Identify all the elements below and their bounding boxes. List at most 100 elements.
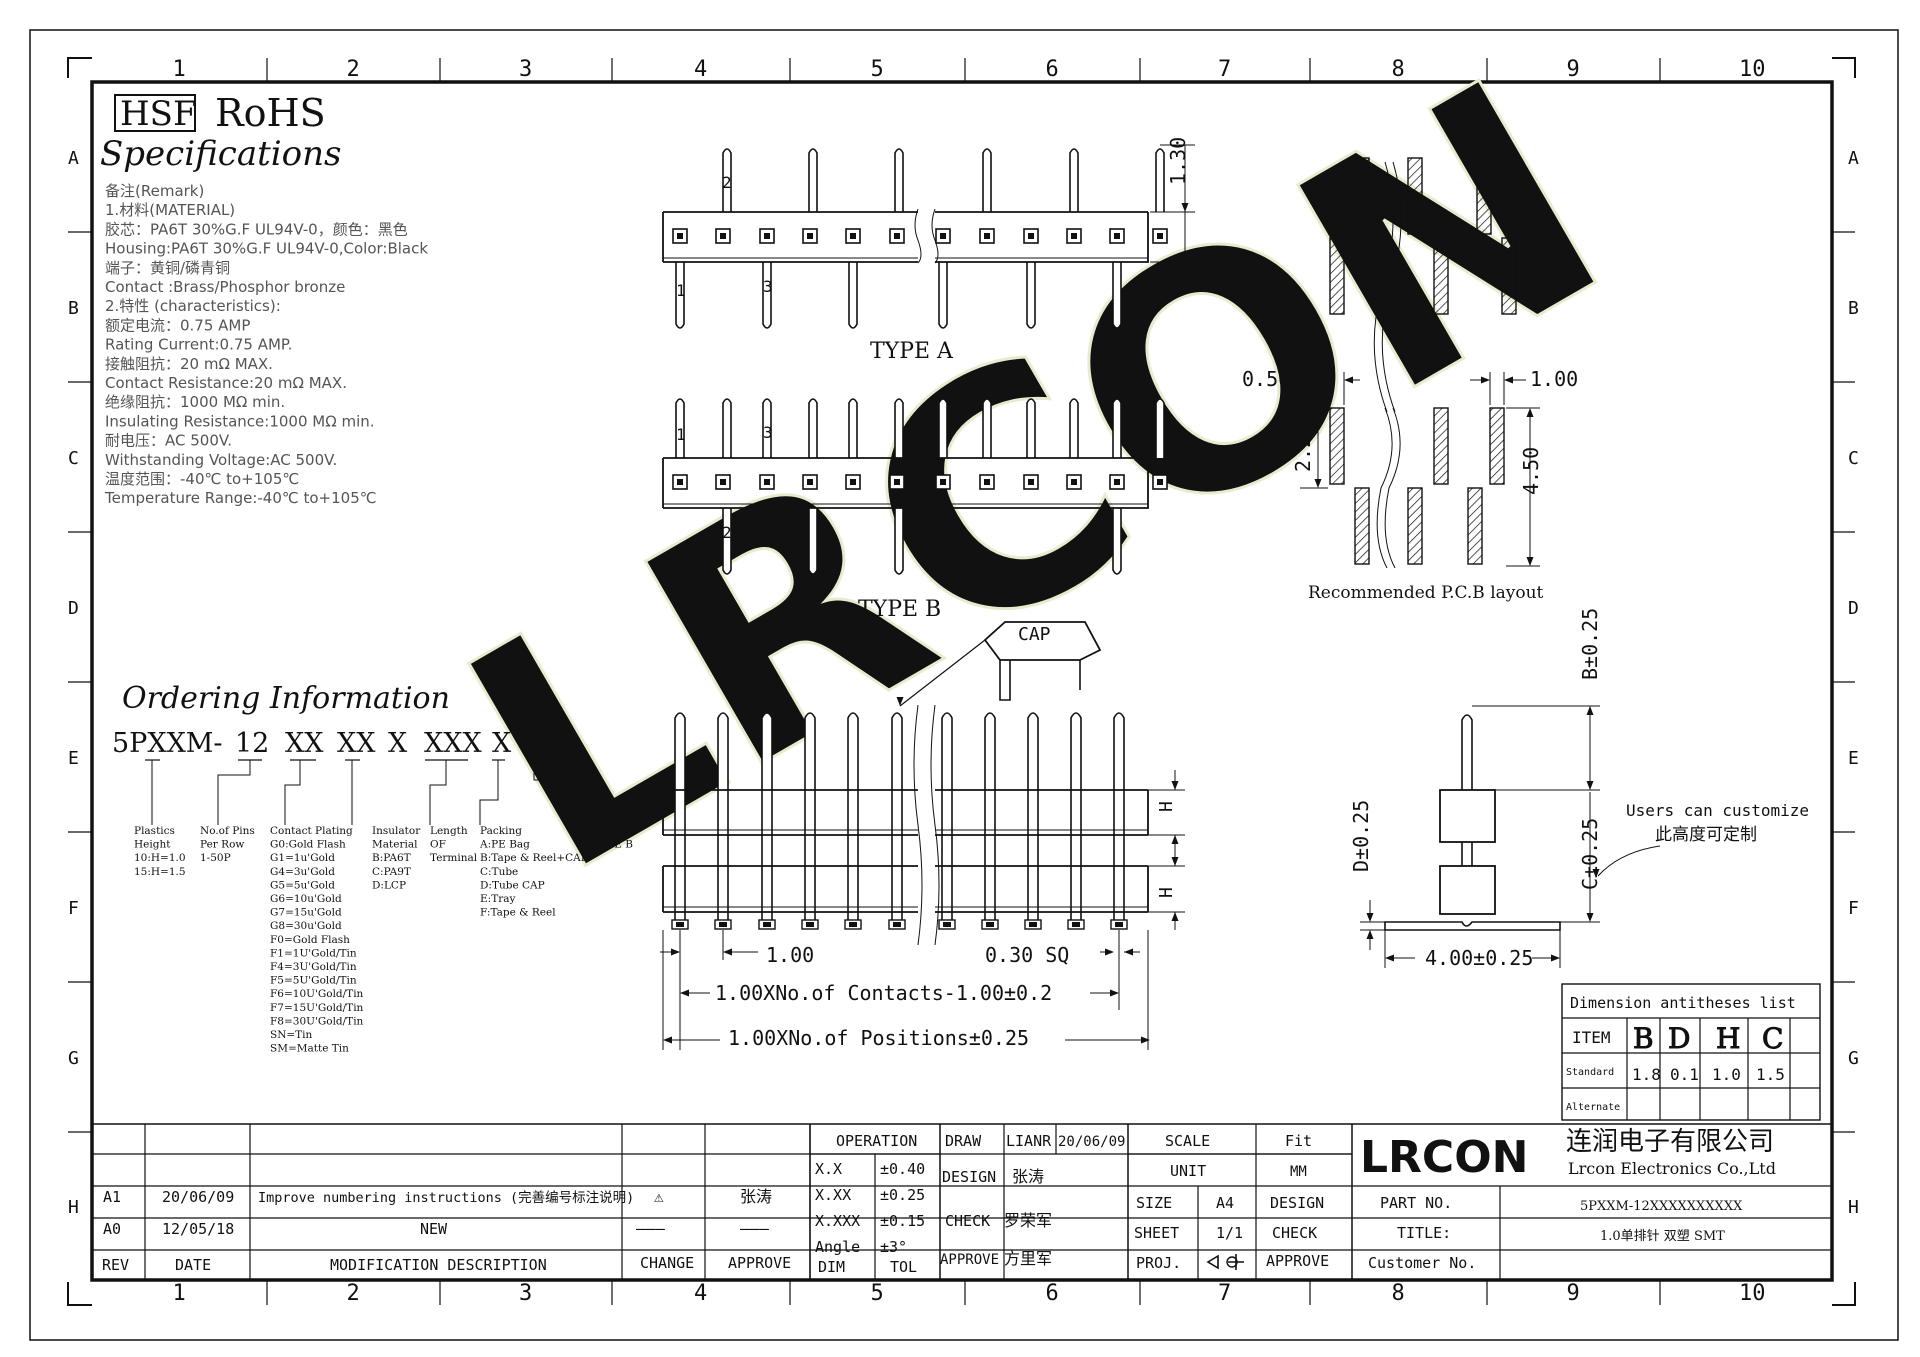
dim-positions: 1.00XNo.of Positions±0.25	[728, 1026, 1029, 1050]
cap-label: CAP	[1018, 624, 1051, 645]
grid-row-label: D	[1848, 598, 1859, 619]
arrow-head	[680, 989, 689, 997]
order-field-line: SN=Tin	[270, 1029, 313, 1041]
rev-code: A1	[103, 1188, 121, 1206]
arrow-head	[1105, 948, 1114, 956]
specifications-title: Specifications	[100, 134, 341, 174]
order-field-line: 10:H=1.0	[134, 852, 186, 864]
role-label: CHECK	[945, 1212, 990, 1230]
unit-value: MM	[1290, 1164, 1307, 1180]
rev-header: APPROVE	[728, 1254, 791, 1272]
order-field-line: F5=5U'Gold/Tin	[270, 975, 357, 987]
hsf-box	[114, 94, 196, 132]
sheet-value: 1/1	[1216, 1224, 1243, 1242]
tol-dim: Angle	[815, 1238, 860, 1256]
pin	[675, 262, 685, 329]
rohs-label: RoHS	[215, 91, 326, 135]
grid-col-label: 6	[1046, 57, 1059, 82]
arrow-head	[1344, 376, 1353, 384]
pin-square-inner	[1114, 233, 1120, 239]
arrow-head	[1586, 706, 1594, 715]
order-field-line: A:TYPE A	[581, 825, 633, 837]
arrow-head	[1124, 948, 1133, 956]
spec-line: Contact :Brass/Phosphor bronze	[105, 278, 345, 296]
order-field-line: G1=1u'Gold	[270, 852, 335, 864]
grid-col-label: 9	[1567, 57, 1580, 82]
grid-row-label: B	[68, 298, 79, 319]
pin-square-inner	[1071, 479, 1077, 485]
size-value: A4	[1216, 1194, 1234, 1212]
order-field-line: G6=10u'Gold	[270, 893, 342, 905]
spec-line: Temperature Range:-40℃ to+105℃	[104, 489, 377, 507]
pin-square-inner	[720, 233, 726, 239]
arrow-head	[1110, 989, 1119, 997]
pin	[717, 712, 729, 920]
order-field-line: F0=Gold Flash	[270, 934, 350, 946]
side-view: B±0.25 C±0.25 D±0.25 4.00±0.25 Users can…	[1349, 608, 1809, 970]
pin-label: 2	[722, 173, 732, 192]
pcb-break	[1373, 161, 1394, 413]
pin	[982, 398, 992, 458]
pcb-pad	[1489, 407, 1505, 485]
dim-header: H	[1716, 1022, 1740, 1055]
arrow-head	[1586, 781, 1594, 790]
pcb-pad	[1407, 157, 1423, 235]
tol-foot: DIM	[818, 1258, 845, 1276]
role-label: DRAW	[945, 1132, 982, 1150]
rev-header: REV	[102, 1256, 129, 1274]
dim-header: B	[1633, 1022, 1654, 1055]
pin-square-inner	[984, 233, 990, 239]
rev-date: 12/05/18	[162, 1220, 234, 1238]
inner-frame	[90, 80, 1834, 1282]
company-name-cn: 连润电子有限公司	[1566, 1127, 1774, 1157]
role-label: APPROVE	[940, 1252, 999, 1268]
dim-table-title: Dimension antitheses list	[1570, 994, 1796, 1012]
order-leader	[429, 760, 447, 825]
pin-square-inner	[1028, 479, 1034, 485]
pin	[982, 148, 992, 212]
grid-col-label: 9	[1567, 1281, 1580, 1306]
pin	[762, 262, 772, 329]
pcb-layout: 0.56 1.00 2.20 4.50 Recommended P.C.B la…	[1242, 157, 1578, 603]
pin	[1112, 508, 1122, 575]
pin-square-inner	[894, 233, 900, 239]
order-field-line: OF	[430, 839, 446, 851]
arrow-head	[1551, 954, 1560, 962]
tol-dim: X.X	[815, 1160, 842, 1178]
grid-col-label: 7	[1218, 57, 1231, 82]
grid-row-label: B	[1848, 298, 1859, 319]
arrow-head	[1314, 408, 1322, 417]
pin	[894, 148, 904, 212]
upper-housing	[662, 789, 1149, 836]
order-code-segment: X	[492, 728, 512, 759]
pin	[1112, 262, 1122, 329]
order-code-segment: XXX	[424, 728, 482, 759]
grid-col-label: 2	[347, 1281, 360, 1306]
order-field-line: Height	[134, 839, 171, 851]
pin	[891, 712, 903, 920]
pin	[762, 398, 772, 458]
arrow-head	[1171, 857, 1179, 866]
dim-header: C	[1762, 1022, 1783, 1055]
arrow-head	[1171, 781, 1179, 790]
pin-foot-inner	[763, 922, 771, 927]
rev-change: ⚠	[654, 1187, 664, 1206]
spec-line: 2.特性 (characteristics):	[105, 297, 281, 315]
dim-header: D	[1668, 1022, 1690, 1055]
order-field-line: Terminal	[430, 852, 478, 864]
pin	[722, 398, 732, 458]
pcb-dim-220: 2.20	[1291, 424, 1315, 472]
pin	[808, 148, 818, 212]
arrow-head	[1526, 408, 1534, 417]
pin	[1026, 398, 1036, 458]
order-field-line: Per Row	[200, 839, 244, 851]
pin-foot-inner	[806, 922, 814, 927]
sheet-label: SHEET	[1134, 1224, 1179, 1242]
grid-row-label: E	[68, 748, 79, 769]
spec-line: 绝缘阻抗：1000 MΩ min.	[105, 393, 285, 411]
lower-housing	[662, 865, 1149, 913]
order-field-line: F:Tape & Reel	[480, 907, 556, 919]
spec-line: Withstanding Voltage:AC 500V.	[105, 451, 337, 469]
